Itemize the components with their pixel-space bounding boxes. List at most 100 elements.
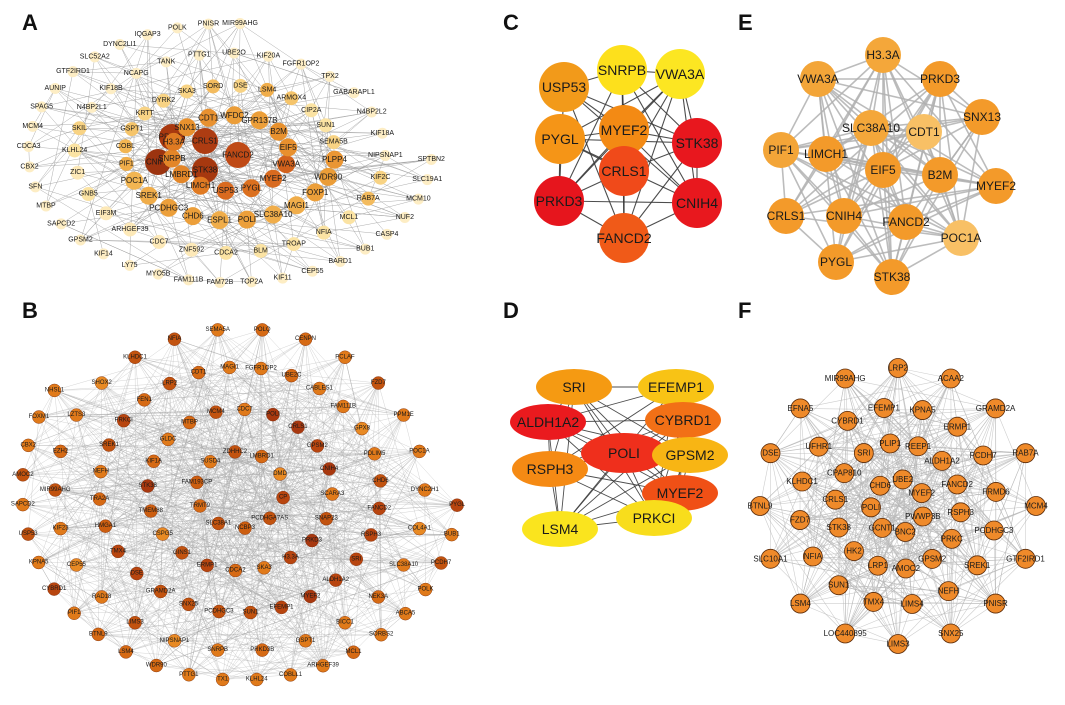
node-klhdc1: KLHDC1 <box>123 350 148 364</box>
edge <box>770 558 879 567</box>
node-znf592: ZNF592 <box>179 242 204 257</box>
node-cnih4: CNIH4 <box>826 198 862 234</box>
node-label: EFEMP1 <box>269 604 294 610</box>
edge <box>799 519 874 603</box>
edge <box>917 445 933 560</box>
edge <box>101 420 124 598</box>
node-shape <box>257 561 271 575</box>
edge <box>217 329 263 651</box>
node-shape <box>304 103 319 118</box>
node-label: SLC52A2 <box>80 53 110 60</box>
node-shape <box>53 444 68 459</box>
node-label: SORD <box>203 83 223 90</box>
node-rab7a: RAB7A <box>1012 443 1039 464</box>
edge <box>976 455 984 566</box>
node-label: GPSM2 <box>665 447 714 463</box>
node-label: SLC10A1 <box>753 554 788 563</box>
node-shape <box>346 645 361 659</box>
node-mcl1: MCL1 <box>340 210 358 225</box>
node-kif2c: KIF2C <box>371 170 390 185</box>
edge <box>902 452 1026 480</box>
node-label: POLI <box>862 503 880 512</box>
node-label: GRAMD2A <box>976 404 1016 413</box>
edge <box>269 518 354 653</box>
node-label: GPSM2 <box>918 554 947 563</box>
node-shape <box>216 181 235 200</box>
node-fam193cp: FAM193CP <box>182 475 212 490</box>
node-label: FRMD6 <box>982 487 1010 496</box>
edge <box>261 329 263 457</box>
node-label: SLC38A10 <box>254 210 293 219</box>
node-shape <box>306 183 325 202</box>
node-label: VWA3A <box>272 160 300 169</box>
node-label: MCM4 <box>207 409 225 415</box>
edge <box>785 131 925 217</box>
node-label: PCDHGC3 <box>149 203 189 212</box>
node-shape <box>874 259 910 295</box>
node-shape <box>790 510 810 530</box>
node-shape <box>253 243 268 258</box>
node-shape <box>191 176 210 195</box>
node-label: SRI <box>562 379 585 395</box>
edge <box>60 451 406 614</box>
edge <box>844 378 933 560</box>
node-krtt: KRTT <box>136 106 155 121</box>
edge <box>22 504 442 564</box>
node-arhgef39: ARHGEF39 <box>307 659 340 673</box>
node-cbx2: CBX2 <box>20 161 39 173</box>
edge <box>53 414 77 590</box>
edge <box>800 446 820 604</box>
node-shape <box>374 628 388 642</box>
edge <box>262 640 306 651</box>
node-kif11: KIF11 <box>274 272 292 284</box>
node-label: FANCD2 <box>941 480 973 489</box>
edge <box>174 607 282 642</box>
edge <box>902 378 952 480</box>
node-shape <box>597 45 647 95</box>
node-shape <box>36 101 48 113</box>
node-shape <box>137 106 152 121</box>
node-stk38: STK38 <box>672 118 722 168</box>
node-shape <box>32 410 46 424</box>
node-kpna5: KPNA5 <box>909 400 936 420</box>
node-polq: POLQ <box>254 323 271 337</box>
edge <box>219 159 432 283</box>
edge <box>343 406 404 566</box>
node-shape <box>902 594 922 614</box>
node-shape <box>425 153 437 165</box>
edge <box>60 223 189 281</box>
edge <box>995 408 1037 507</box>
node-shape <box>16 497 30 512</box>
node-poli: POLI <box>861 497 881 518</box>
node-bub1: BUB1 <box>356 243 374 255</box>
edge <box>800 558 1026 604</box>
node-label: NCAPG <box>124 70 149 77</box>
node-zdhhc2: ZDHHC2 <box>223 445 248 459</box>
node-label: TMX4 <box>110 548 127 554</box>
node-label: CRLS1 <box>192 137 218 146</box>
node-label: POLI <box>238 215 256 224</box>
node-label: GCNT1 <box>869 523 897 532</box>
edge <box>785 215 962 239</box>
panel-f-network: PWWP3BBNC2GCNT1POLICHD6UBE2MYEF2RSPH3PRK… <box>748 358 1048 654</box>
edge <box>785 78 941 217</box>
node-shape <box>379 150 391 162</box>
node-shape <box>210 211 229 230</box>
node-label: PIF1 <box>768 143 794 157</box>
node-label: MIR99AHG <box>222 20 258 27</box>
node-label: TROAP <box>282 241 306 248</box>
node-shape <box>283 550 298 565</box>
node-label: WFDC2 <box>220 111 249 120</box>
node-label: DYRK2 <box>152 97 175 104</box>
node-efna5: EFNA5 <box>788 398 814 419</box>
edge <box>174 338 324 666</box>
node-label: PCDHGC3 <box>974 526 1014 535</box>
node-shape <box>835 368 856 389</box>
node-shape <box>522 511 598 547</box>
edge <box>311 540 426 590</box>
edge <box>134 357 426 491</box>
node-dync2li1: DYNC2LI1 <box>103 38 137 50</box>
node-shape <box>81 187 96 202</box>
node-label: POC1A <box>941 231 982 245</box>
